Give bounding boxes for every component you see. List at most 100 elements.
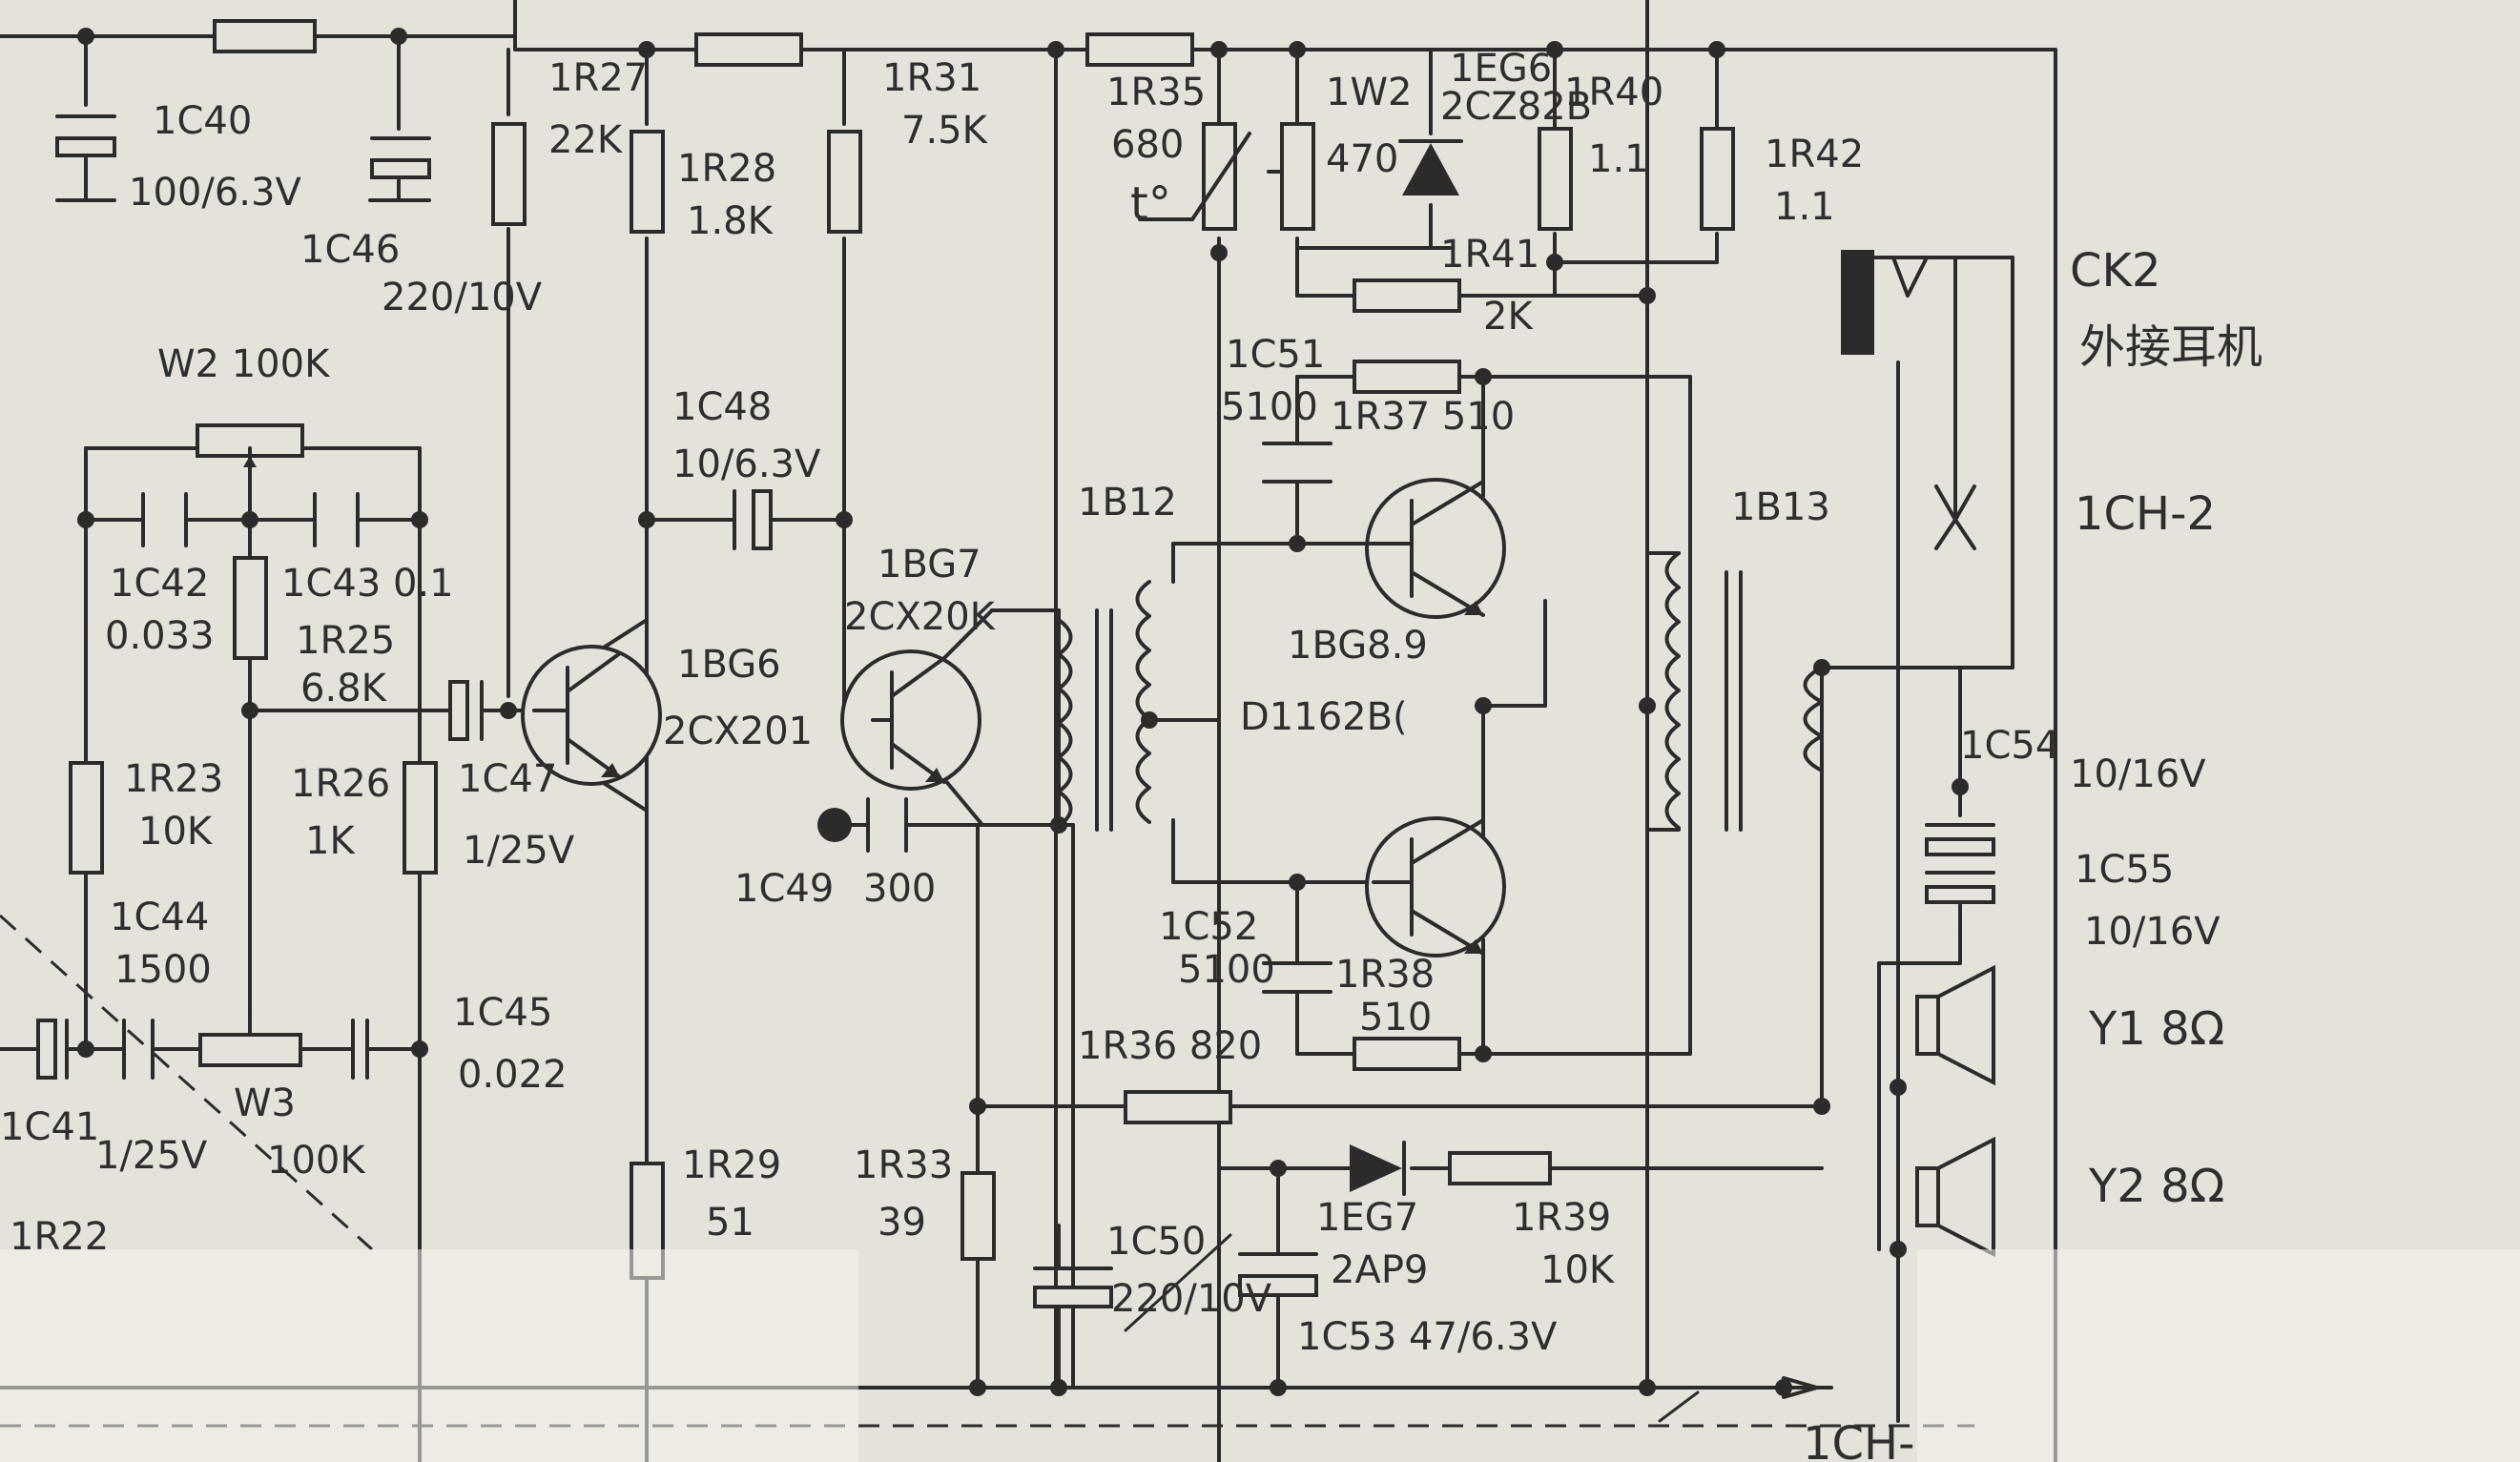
resistor-r37 — [1353, 360, 1461, 394]
label-ch-bottom: 1CH- — [1803, 1417, 1914, 1462]
label-r37: 1R37 510 — [1331, 395, 1515, 439]
transistor-bg6 — [521, 645, 662, 786]
label-w2: W2 100K — [157, 342, 331, 386]
diode-eg6 — [1398, 139, 1463, 196]
label-r26: 1R26 — [291, 762, 390, 806]
capacitors — [36, 114, 1995, 1332]
label-c46-value: 220/10V — [382, 276, 543, 319]
label-r27-value: 22K — [548, 118, 624, 162]
label-c45-value: 0.022 — [458, 1053, 568, 1097]
label-bg7-type: 2CX20K — [844, 595, 997, 639]
speaker-y2 — [1915, 1136, 1995, 1258]
label-r38: 1R38 — [1335, 953, 1435, 997]
label-r35-thermal: t° — [1130, 177, 1171, 231]
label-r41: 1R41 — [1440, 233, 1539, 277]
resistor-r23 — [69, 761, 104, 875]
junction-dots — [77, 28, 1969, 1396]
resistor-r25 — [233, 556, 268, 660]
label-r42-value: 1.1 — [1774, 185, 1835, 229]
label-c40-value: 100/6.3V — [129, 171, 301, 215]
label-bg6: 1BG6 — [677, 643, 781, 687]
label-b13: 1B13 — [1731, 485, 1830, 529]
resistors — [69, 19, 1735, 1280]
label-r35-value: 680 — [1111, 123, 1184, 167]
label-r42: 1R42 — [1765, 133, 1864, 176]
label-r23-value: 10K — [138, 810, 214, 854]
label-r25: 1R25 — [296, 619, 395, 663]
label-r25-value: 6.8K — [300, 667, 388, 710]
label-r35: 1R35 — [1106, 71, 1206, 114]
label-c55-value: 10/16V — [2084, 910, 2220, 954]
label-bg6-type: 2CX201 — [663, 710, 813, 753]
label-w3-value: 100K — [267, 1139, 366, 1183]
label-w2b: 1W2 — [1326, 71, 1412, 114]
transformer-1b12 — [1057, 580, 1151, 832]
label-r38-value: 510 — [1359, 996, 1432, 1040]
transistor-bg9 — [1365, 816, 1506, 958]
label-c51-value: 5100 — [1221, 385, 1318, 429]
label-r29-value: 51 — [706, 1201, 754, 1245]
label-c49: 1C49 — [734, 867, 834, 911]
resistor-r30 — [694, 32, 803, 67]
resistor-r38 — [1353, 1037, 1461, 1071]
label-ck2: CK2 — [2070, 244, 2161, 298]
label-r41-value: 2K — [1483, 295, 1534, 339]
label-r29: 1R29 — [682, 1143, 781, 1187]
label-r33-value: 39 — [878, 1201, 926, 1245]
wires — [0, 0, 2057, 1462]
label-eg6-value: 2CZ82B — [1440, 85, 1592, 129]
label-r26-value: 1K — [305, 819, 356, 863]
labels: 1C40 100/6.3V 1C46 220/10V 1R27 22K 1R28… — [0, 47, 2262, 1462]
label-c53: 1C53 47/6.3V — [1297, 1315, 1558, 1359]
label-w3: W3 — [234, 1081, 296, 1125]
speaker-y1 — [1915, 964, 1995, 1086]
label-c45: 1C45 — [453, 991, 552, 1035]
label-r31-value: 7.5K — [901, 109, 989, 153]
label-c47: 1C47 — [458, 757, 557, 801]
label-r28-value: 1.8K — [687, 199, 775, 243]
label-c49-value: 300 — [863, 867, 936, 911]
label-c52-value: 5100 — [1178, 948, 1275, 992]
label-c40: 1C40 — [153, 99, 252, 143]
label-c50-value: 220/10V — [1111, 1277, 1272, 1321]
label-y2: Y2 8Ω — [2088, 1160, 2224, 1213]
diodes — [1350, 139, 1463, 1196]
label-r40-value: 1.1 — [1588, 137, 1649, 181]
resistor-r26 — [403, 761, 438, 875]
label-eg6: 1EG6 — [1450, 47, 1552, 91]
label-c48-value: 10/6.3V — [672, 443, 821, 486]
label-r23: 1R23 — [124, 757, 223, 801]
resistor-r34 — [1085, 32, 1194, 67]
resistor-r39 — [1448, 1151, 1552, 1185]
label-c42-value: 0.033 — [105, 614, 215, 658]
label-c44-value: 1500 — [114, 948, 212, 992]
label-r27: 1R27 — [548, 56, 648, 100]
label-eg7-value: 2AP9 — [1331, 1248, 1428, 1292]
label-w2b-value: 470 — [1326, 137, 1398, 181]
resistor-r36 — [1124, 1090, 1232, 1124]
label-c55: 1C55 — [2075, 848, 2174, 892]
transformer-1b13 — [1664, 551, 1824, 832]
label-bg7: 1BG7 — [878, 543, 981, 587]
resistor-r42 — [1700, 127, 1735, 231]
label-ck2-description: 外接耳机 — [2079, 320, 2262, 374]
label-r28: 1R28 — [677, 147, 776, 191]
resistor-r28 — [630, 130, 665, 234]
transformers — [1057, 551, 1824, 832]
resistor-r33 — [960, 1171, 996, 1261]
potentiometer-w3 — [198, 1033, 302, 1067]
potentiometer-w2b — [1280, 122, 1315, 231]
label-c48: 1C48 — [672, 385, 772, 429]
label-bg89-type: D1162B( — [1240, 695, 1408, 739]
label-r39-value: 10K — [1540, 1248, 1616, 1292]
label-y1: Y1 8Ω — [2088, 1002, 2224, 1056]
resistor-r40 — [1538, 127, 1573, 231]
label-bg89: 1BG8.9 — [1288, 624, 1428, 668]
label-eg7: 1EG7 — [1316, 1196, 1418, 1240]
label-r36: 1R36 820 — [1078, 1024, 1262, 1068]
label-c41-value: 1/25V — [95, 1134, 208, 1178]
label-c50: 1C50 — [1106, 1220, 1206, 1264]
label-c44: 1C44 — [110, 896, 209, 939]
